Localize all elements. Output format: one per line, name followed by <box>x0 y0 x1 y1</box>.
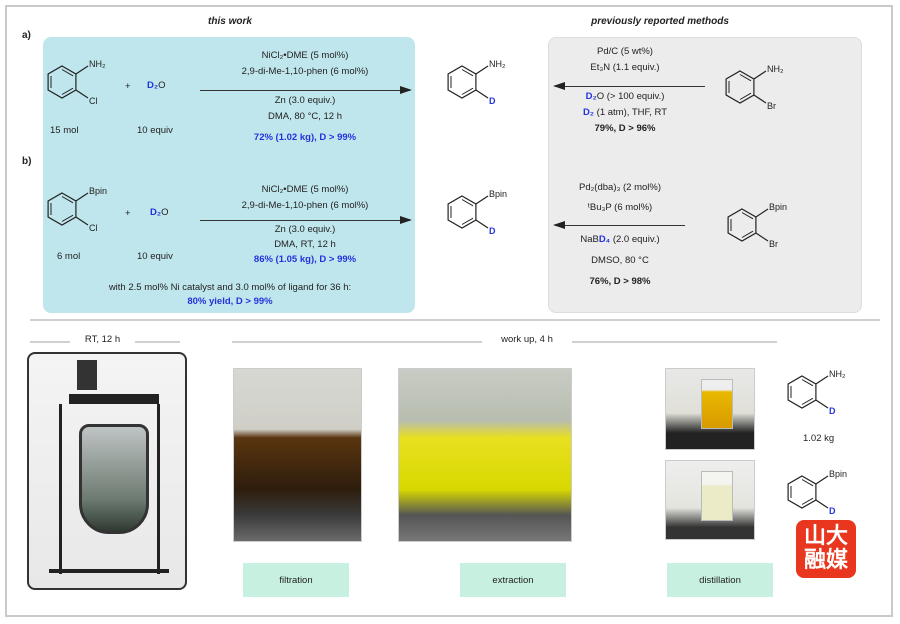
step-extraction: extraction <box>460 563 566 597</box>
svg-text:D: D <box>829 406 836 416</box>
structure-product-a: NH₂ D <box>447 59 506 106</box>
prev-conditions-a-below: D₂O (> 100 equiv.) D₂ (1 atm), THF, RT 7… <box>582 91 668 134</box>
svg-text:NH₂: NH₂ <box>489 59 506 69</box>
final-mass: 1.02 kg <box>803 433 835 444</box>
svg-text:Br: Br <box>767 101 776 111</box>
prev-arrow-b <box>553 221 685 229</box>
substrate-amount-a: 15 mol <box>50 125 79 136</box>
workup-time-label: work up, 4 h <box>501 334 553 345</box>
svg-text:NH₂: NH₂ <box>767 64 784 74</box>
substrate-amount-b: 6 mol <box>57 251 81 262</box>
extraction-photo <box>398 368 572 542</box>
conditions-b-below: Zn (3.0 equiv.)DMA, RT, 12 h 86% (1.05 k… <box>253 224 357 265</box>
header-this-work: this work <box>208 16 252 27</box>
filtration-photo <box>233 368 362 542</box>
d2o-b: D₂O <box>150 207 169 218</box>
conditions-b-above: NiCl₂•DME (5 mol%)2,9-di-Me-1,10-phen (6… <box>241 184 369 211</box>
prev-arrow-a <box>553 82 705 90</box>
conditions-a-below: Zn (3.0 equiv.)DMA, 80 °C, 12 h 72% (1.0… <box>253 95 357 143</box>
svg-text:Bpin: Bpin <box>769 202 787 212</box>
reaction-arrow-b <box>200 216 412 224</box>
note-b: with 2.5 mol% Ni catalyst and 3.0 mol% o… <box>108 282 352 307</box>
watermark-logo: 山大融媒 <box>796 520 856 578</box>
reaction-arrow-a <box>200 86 412 94</box>
svg-text:Bpin: Bpin <box>89 186 107 196</box>
conditions-a-above: NiCl₂•DME (5 mol%)2,9-di-Me-1,10-phen (6… <box>241 50 369 77</box>
structure-final-aniline-d: NH₂ D <box>787 369 846 416</box>
prev-conditions-b-below: NaBD₄ (2.0 equiv.) DMSO, 80 °C 76%, D > … <box>580 234 660 287</box>
plus-b: + <box>125 208 131 219</box>
d2o-a: D₂O <box>147 80 166 91</box>
svg-text:NH₂: NH₂ <box>89 59 106 69</box>
rule <box>30 341 70 343</box>
svg-text:Cl: Cl <box>89 96 98 106</box>
d2o-amount-a: 10 equiv <box>137 125 173 136</box>
reactor-photo <box>27 352 187 590</box>
structure-2-bromoaniline: NH₂ Br <box>725 64 784 111</box>
distillate-aniline-photo <box>665 368 755 450</box>
prev-conditions-a-above: Pd/C (5 wt%)Et₃N (1.1 equiv.) <box>590 46 660 73</box>
this-work-panel <box>43 37 415 313</box>
rule <box>572 341 777 343</box>
svg-text:Cl: Cl <box>89 223 98 233</box>
svg-text:Br: Br <box>769 239 778 249</box>
reaction-time-label: RT, 12 h <box>84 334 121 345</box>
svg-text:Bpin: Bpin <box>829 469 847 479</box>
previous-methods-panel <box>548 37 862 313</box>
step-filtration: filtration <box>243 563 349 597</box>
label-b: b) <box>22 156 32 167</box>
d2o-amount-b: 10 equiv <box>137 251 173 262</box>
distillate-bpin-photo <box>665 460 755 540</box>
step-distillation: distillation <box>667 563 773 597</box>
structure-2-chloroaniline: NH₂ Cl <box>47 59 106 106</box>
svg-text:D: D <box>489 96 496 106</box>
section-divider <box>30 319 880 321</box>
plus-a: + <box>125 81 131 92</box>
rule <box>135 341 180 343</box>
svg-text:Bpin: Bpin <box>489 189 507 199</box>
prev-conditions-b-above: Pd₂(dba)₃ (2 mol%)ᵗBu₃P (6 mol%) <box>579 182 661 213</box>
svg-text:NH₂: NH₂ <box>829 369 846 379</box>
svg-text:D: D <box>489 226 496 236</box>
header-previous-methods: previously reported methods <box>591 16 729 27</box>
label-a: a) <box>22 30 31 41</box>
rule <box>232 341 482 343</box>
svg-text:D: D <box>829 506 836 516</box>
figure-frame <box>5 5 893 617</box>
